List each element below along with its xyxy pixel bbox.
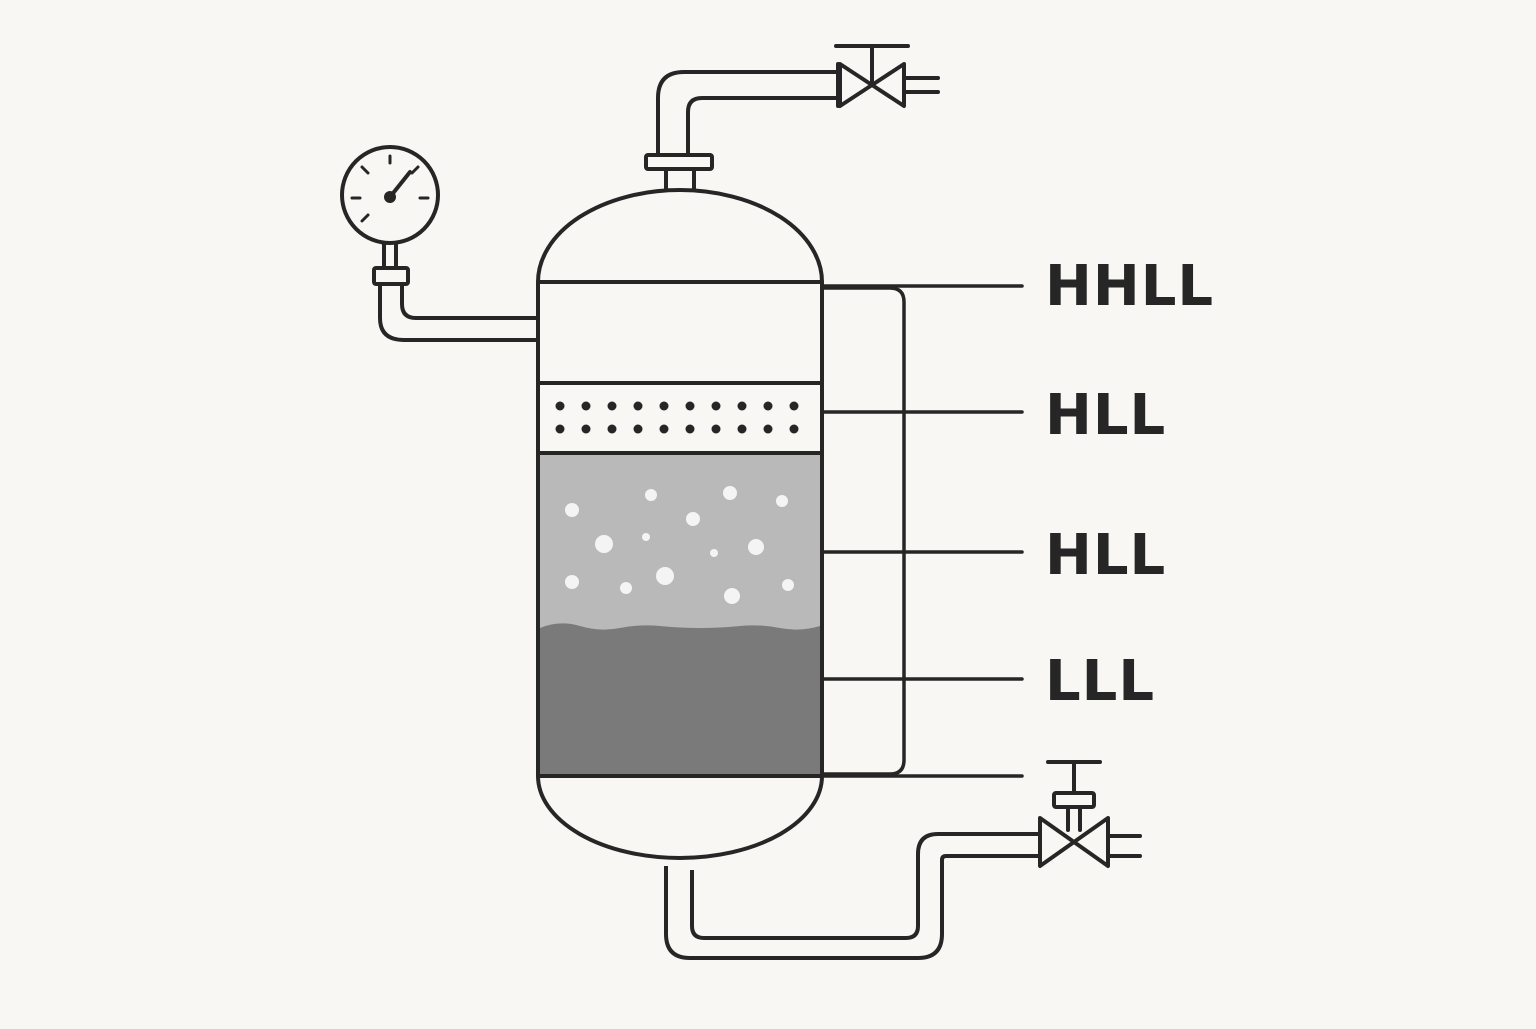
mist-droplet [581,424,591,434]
mist-droplet [555,401,565,411]
mist-droplet [737,401,747,411]
mist-droplet [685,424,695,434]
mist-droplet [763,424,773,434]
level-label-hhll: HHLL [1045,254,1214,319]
mist-droplets [555,401,799,434]
mist-droplet [659,401,669,411]
mist-droplet [659,424,669,434]
mist-droplet [711,401,721,411]
level-lines [820,284,1024,778]
mist-droplet [633,401,643,411]
mist-droplet [789,401,799,411]
mist-droplet [789,424,799,434]
mist-droplet [581,401,591,411]
mist-droplet [607,401,617,411]
foam-layer [540,453,820,633]
mist-droplet [737,424,747,434]
level-label-hll-lower: HLL [1045,523,1166,588]
mist-droplet [607,424,617,434]
bottom-outlet-pipe [664,832,1038,960]
level-label-hll-upper: HLL [1045,383,1166,448]
top-valve-icon[interactable] [834,44,940,108]
liquid-layer [540,623,820,776]
mist-droplet [633,424,643,434]
mist-droplet [763,401,773,411]
mist-droplet [685,401,695,411]
foam-bubbles [565,486,794,604]
top-outlet-pipe [644,70,838,192]
bottom-valve-icon[interactable] [1038,760,1142,868]
level-label-lll: LLL [1045,649,1155,714]
mist-droplet [711,424,721,434]
pressure-gauge-icon[interactable] [340,145,440,245]
mist-droplet [555,424,565,434]
gauge-connection-pipe [372,243,538,342]
level-labels: HHLL HLL HLL LLL [1045,254,1214,714]
